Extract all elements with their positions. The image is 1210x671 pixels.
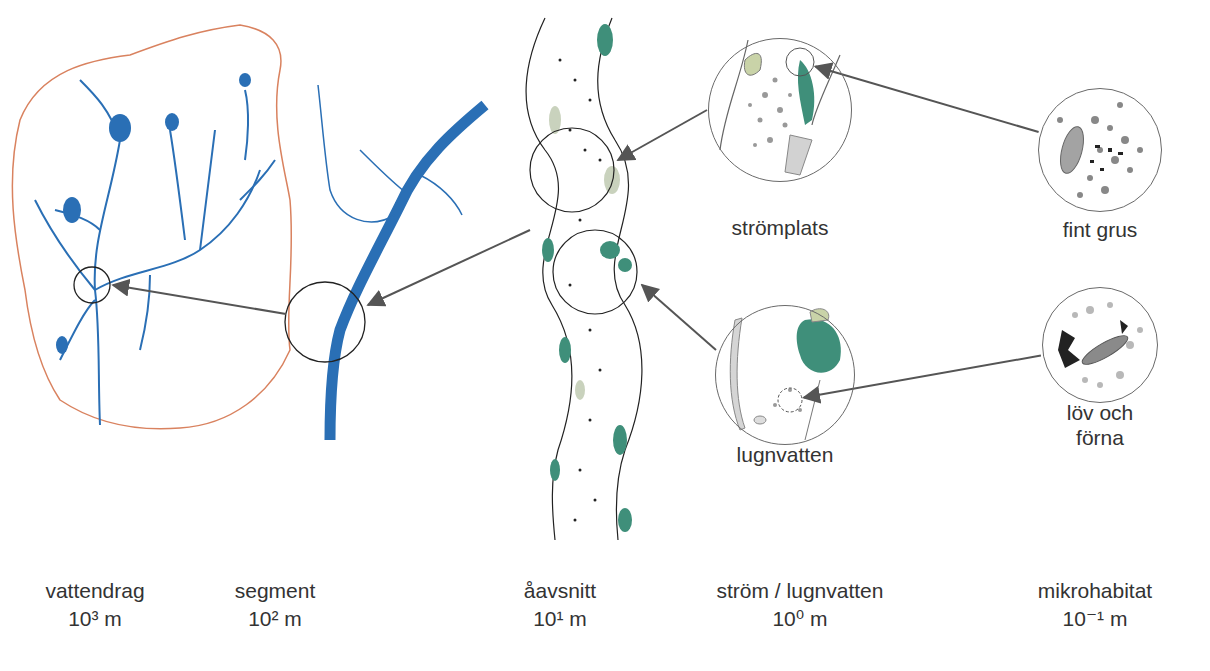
zoom-arrow [815, 67, 1038, 133]
magnified-circle: lugnvatten [715, 305, 855, 445]
scale-size: 10¹ m [533, 606, 587, 631]
scale-name: segment [235, 578, 316, 603]
scale-size: 10⁻¹ m [1063, 606, 1128, 631]
magnified-circle: fint grus [1038, 88, 1162, 212]
scale-label: fint grus [1030, 217, 1170, 242]
scale-name: mikrohabitat [1038, 578, 1152, 603]
scale-name: ström / lugnvatten [717, 578, 884, 603]
scale-size: 10³ m [68, 606, 122, 631]
magnified-circle: strömplats [708, 38, 852, 182]
scale-name: vattendrag [45, 578, 144, 603]
scale-label: strömplats [700, 215, 860, 240]
scale-size: 10⁰ m [772, 606, 827, 631]
zoom-arrow [804, 356, 1041, 398]
scale-label: lugnvatten [705, 442, 865, 467]
magnified-circle: löv och förna [1042, 287, 1158, 403]
scale-name: åavsnitt [524, 578, 596, 603]
scale-size: 10² m [248, 606, 302, 631]
scale-label: löv och förna [1050, 400, 1150, 450]
